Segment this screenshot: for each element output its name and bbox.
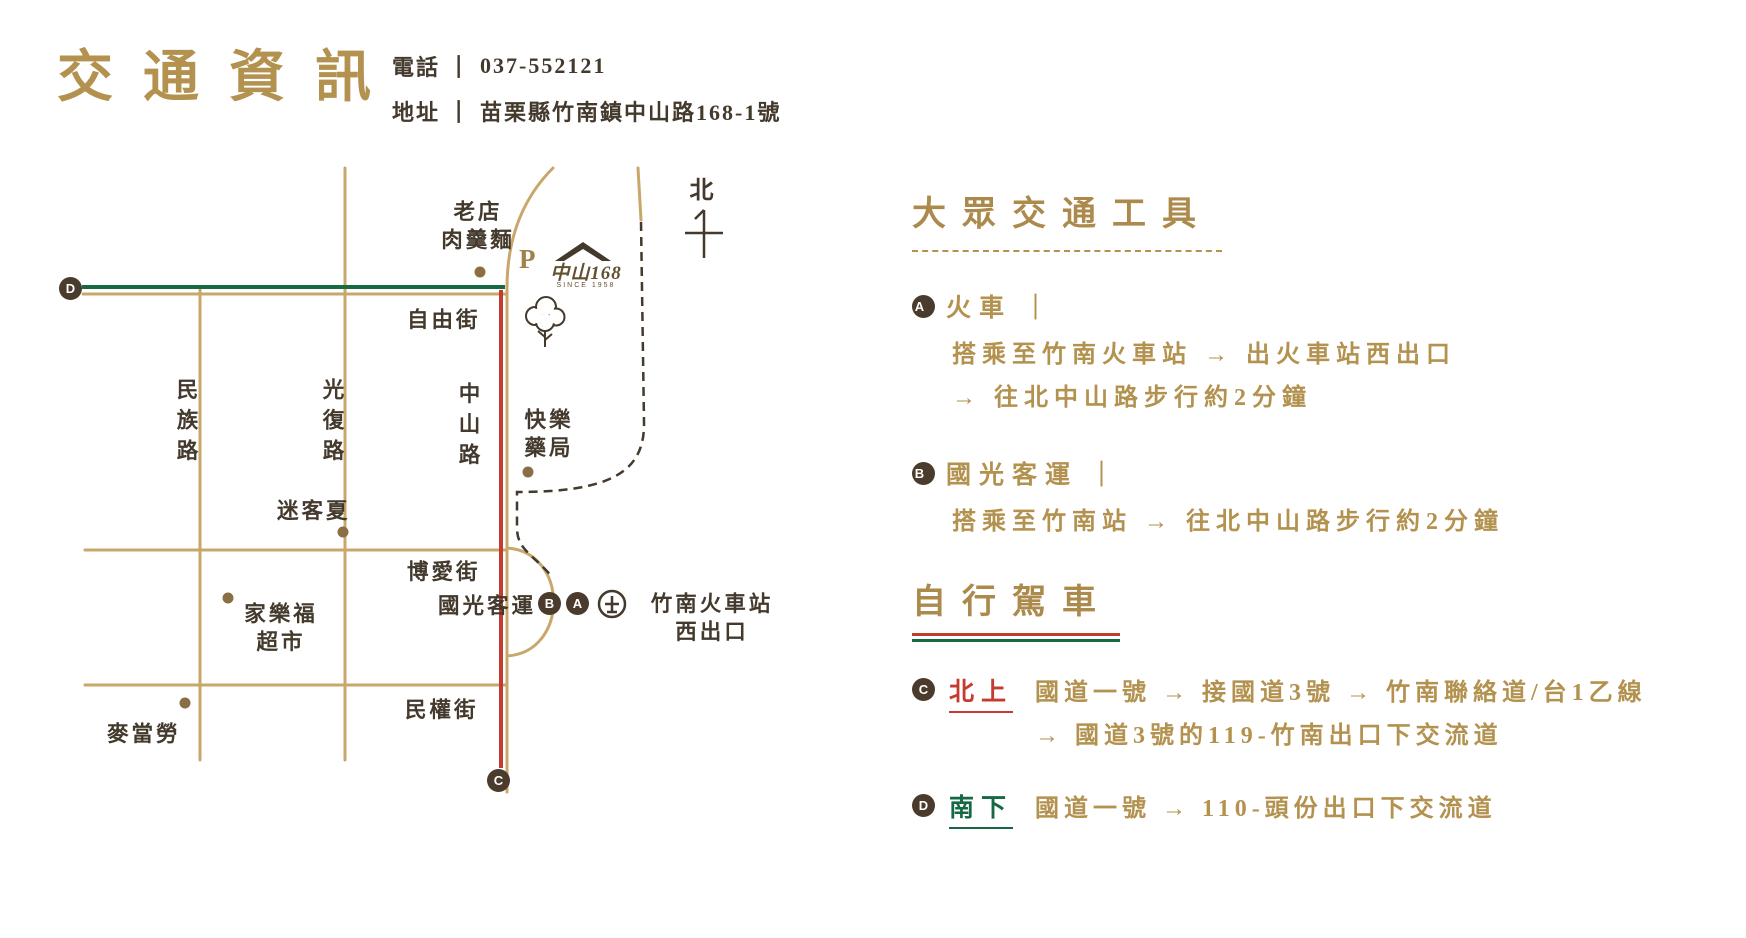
transit-item-title: 火車 [946,295,1013,322]
train-station-icon-glyph [605,596,619,614]
carrefour-dot [222,592,234,604]
driving-line: → 國道3號的119-竹南出口下交流道 [1035,722,1503,749]
road-zhongshan-north-curve [505,166,555,290]
transit-item-bus: B 國光客運 ｜ 搭乘至竹南站 → 往北中山路步行約2分鐘 [912,455,1722,544]
shop-since-label: SINCE 1958 [556,282,616,289]
road-minzu-label: 民族路 [174,378,198,470]
map-marker-b: B [538,592,561,615]
phone-value: 037-552121 [480,53,607,78]
map-marker-d: D [59,277,82,300]
transit-item-title: 國光客運 [946,462,1079,490]
divider-bar: ｜ [443,55,477,80]
transit-section-header: 大眾交通工具 [912,186,1222,252]
phone-label: 電話 [392,55,441,80]
bus-stop-label: 國光客運 [438,594,537,618]
pharmacy-label: 快樂 藥局 [524,408,574,461]
mcdonalds-dot [179,697,191,709]
transit-line: → 往北中山路步行約2分鐘 [952,384,1312,411]
milkshop-label: 迷客夏 [277,499,351,523]
location-map: 北 老店 肉羹麵 自由街 民族路 光復路 中山路 快樂 藥局 迷客夏 博愛街 國… [55,160,825,830]
driving-item-lines: 國道一號 → 接國道3號 → 竹南聯絡道/台1乙線 → 國道3號的119-竹南出… [1035,672,1647,757]
address-row: 地址 ｜ 苗栗縣竹南鎮中山路168-1號 [392,95,781,127]
road-guangfu-label: 光復路 [320,378,344,470]
phone-row: 電話 ｜ 037-552121 [392,50,781,82]
driving-section-header: 自行駕車 [912,574,1120,643]
walking-route-dashed-path [515,221,646,579]
panel-marker-a: A [912,294,935,318]
divider-bar: ｜ [1089,462,1123,490]
road-lines [81,166,643,794]
noodle-shop-dot [474,266,486,278]
transit-item-lines: 搭乘至竹南站 → 往北中山路步行約2分鐘 [952,501,1722,544]
contact-info: 電話 ｜ 037-552121 地址 ｜ 苗栗縣竹南鎮中山路168-1號 [392,50,781,140]
train-station-label: 竹南火車站 西出口 [650,592,774,645]
shop-roof-icon [555,242,611,261]
panel-marker-c: C [912,678,935,702]
pharmacy-dot [522,466,534,478]
panel-marker-b: B [912,461,935,485]
green-underline [912,639,1120,643]
road-ziyou-label: 自由街 [407,308,481,332]
driving-line: 國道一號 → 110-頭份出口下交流道 [1035,795,1497,822]
transit-item-lines: 搭乘至竹南火車站 → 出火車站西出口 → 往北中山路步行約2分鐘 [952,334,1722,419]
landmark-dots [179,266,534,709]
northbound-label: 北上 [949,672,1014,714]
page-title: 交通資訊 [57,47,401,109]
map-marker-c: C [487,769,510,792]
road-zhongshan-label: 中山路 [456,382,480,474]
info-panel: 大眾交通工具 A 火車 ｜ 搭乘至竹南火車站 → 出火車站西出口 → 往北中山路… [912,186,1722,830]
address-value: 苗栗縣竹南鎮中山路168-1號 [480,100,782,125]
divider-bar: ｜ [1023,295,1057,322]
southbound-label: 南下 [949,788,1014,829]
transit-heading: 大眾交通工具 [912,196,1212,233]
transit-item-head: A 火車 ｜ [912,288,1722,324]
transit-line: 搭乘至竹南站 → 往北中山路步行約2分鐘 [952,509,1504,536]
driving-item-lines: 國道一號 → 110-頭份出口下交流道 [1035,788,1497,831]
divider-bar: ｜ [443,100,477,125]
driving-line: 國道一號 → 接國道3號 → 竹南聯絡道/台1乙線 [1035,680,1647,707]
transit-item-head: B 國光客運 ｜ [912,455,1722,491]
tree-icon-fill [527,298,563,330]
road-northeast-segment [636,166,643,222]
tree-trunk [537,330,553,347]
noodle-shop-label: 老店 肉羹麵 [441,200,515,253]
red-underline [912,633,1120,637]
mcdonalds-label: 麥當勞 [107,722,181,746]
address-label: 地址 [392,100,441,125]
driving-heading: 自行駕車 [912,584,1112,622]
map-canvas [81,166,723,794]
driving-item-northbound: C 北上 國道一號 → 接國道3號 → 竹南聯絡道/台1乙線 → 國道3號的11… [912,672,1722,757]
road-boai-label: 博愛街 [407,560,481,584]
north-compass-icon [685,209,723,258]
parking-icon: P [519,244,536,274]
road-minquan-label: 民權街 [405,698,479,722]
driving-item-southbound: D 南下 國道一號 → 110-頭份出口下交流道 [912,788,1722,831]
milkshop-dot [337,526,349,538]
transit-item-train: A 火車 ｜ 搭乘至竹南火車站 → 出火車站西出口 → 往北中山路步行約2分鐘 [912,288,1722,419]
transit-line: 搭乘至竹南火車站 → 出火車站西出口 [952,342,1456,368]
shop-name-label: 中山168 [550,263,622,284]
panel-marker-d: D [912,793,935,817]
map-marker-a: A [566,592,589,615]
north-label: 北 [689,178,717,204]
carrefour-label: 家樂福 超市 [244,602,318,655]
